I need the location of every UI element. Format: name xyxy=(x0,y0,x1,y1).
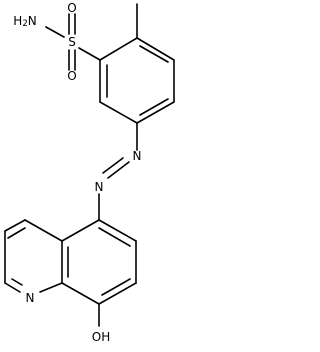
bond xyxy=(4,282,21,293)
sulfonyl-oxygen-top-label: O xyxy=(67,1,76,15)
bond xyxy=(136,37,175,61)
bond xyxy=(102,157,124,174)
bond xyxy=(61,219,100,242)
bond xyxy=(11,278,23,286)
amine-n: N xyxy=(28,14,37,28)
bond xyxy=(98,282,137,305)
bond xyxy=(7,227,26,239)
bond xyxy=(24,219,63,242)
bond xyxy=(99,101,138,124)
chemical-structure-diagram: O O S H2N N N N OH xyxy=(4,1,175,344)
bond xyxy=(136,101,175,124)
amine-label: H2N xyxy=(13,14,36,29)
bond xyxy=(45,26,65,38)
sulfur-label: S xyxy=(68,35,76,49)
atom-labels: O O S H2N N N N OH xyxy=(13,1,141,344)
bond xyxy=(107,161,130,179)
bond xyxy=(99,37,138,61)
quinoline-nitrogen-label: N xyxy=(26,291,35,305)
bond xyxy=(39,282,63,293)
sulfonyl-oxygen-bottom-label: O xyxy=(67,69,76,83)
bond xyxy=(61,282,100,305)
bond xyxy=(4,219,26,232)
azo-nitrogen-1-label: N xyxy=(133,149,142,163)
bond xyxy=(78,47,101,61)
bond xyxy=(139,98,169,116)
bond xyxy=(139,45,169,63)
amine-h-count: 2 xyxy=(22,19,27,29)
bond xyxy=(98,227,131,247)
bond-lines xyxy=(4,3,175,327)
amine-h: H xyxy=(13,14,22,28)
bond xyxy=(101,278,131,296)
hydroxyl-label: OH xyxy=(92,330,110,344)
azo-nitrogen-2-label: N xyxy=(95,180,104,194)
bond xyxy=(98,219,137,242)
